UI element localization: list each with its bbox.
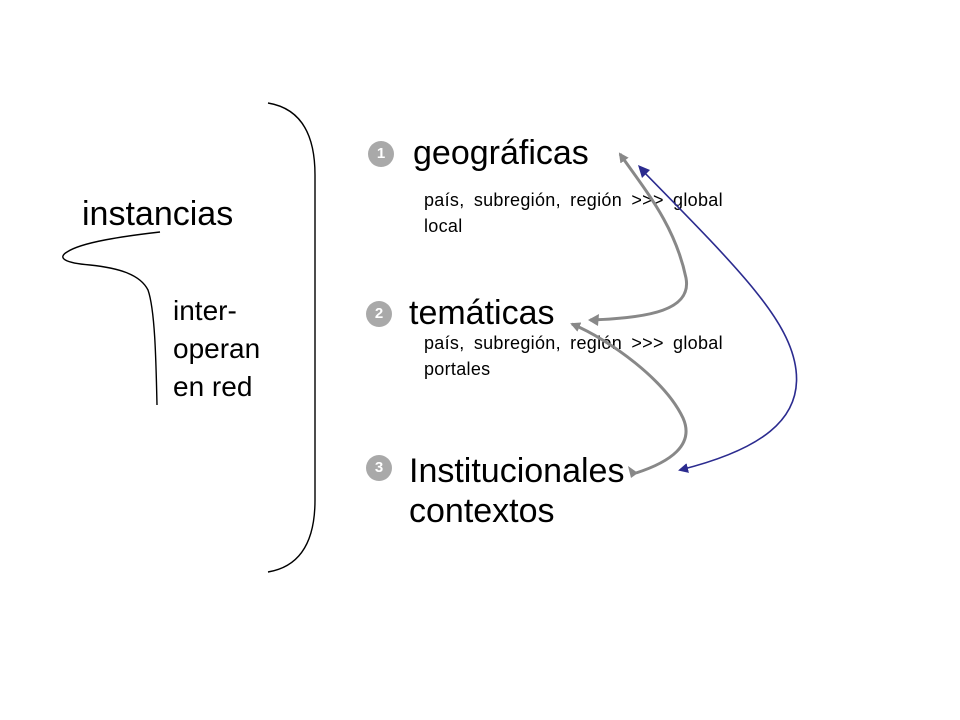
note-line-1: inter- [173, 295, 237, 326]
left-brace [62, 231, 161, 406]
badge-3: 3 [366, 455, 392, 481]
arrow-tematicas-to-geograficas [589, 152, 689, 322]
heading-institucionales: Institucionales contextos [409, 451, 624, 531]
sub-tematicas: país, subregión, región >>> global porta… [424, 330, 723, 382]
note-line-3: en red [173, 371, 253, 402]
instancias-label: instancias [82, 195, 234, 233]
badge-2: 2 [366, 301, 392, 327]
arrowhead-gray-1 [588, 314, 599, 326]
arrow-institucionales-to-tematicas [570, 322, 688, 475]
heading-institucionales-line-2: contextos [409, 492, 555, 530]
heading-institucionales-line-1: Institucionales [409, 452, 625, 490]
heading-tematicas: temáticas [409, 294, 555, 332]
arrowhead-gray-2 [628, 466, 638, 478]
right-bracket [267, 102, 316, 573]
inter-operan-note: inter- operan en red [173, 292, 260, 406]
sub-geograficas-line-2: local [424, 216, 463, 236]
arrowhead-blue-start [638, 165, 650, 178]
sub-tematicas-line-2: portales [424, 359, 491, 379]
note-line-2: operan [173, 333, 261, 364]
heading-geograficas: geográficas [413, 134, 589, 172]
sub-tematicas-line-1: país, subregión, región >>> global [424, 333, 723, 353]
badge-1: 1 [368, 141, 394, 167]
arrow-geograficas-to-institucionales [639, 167, 798, 473]
